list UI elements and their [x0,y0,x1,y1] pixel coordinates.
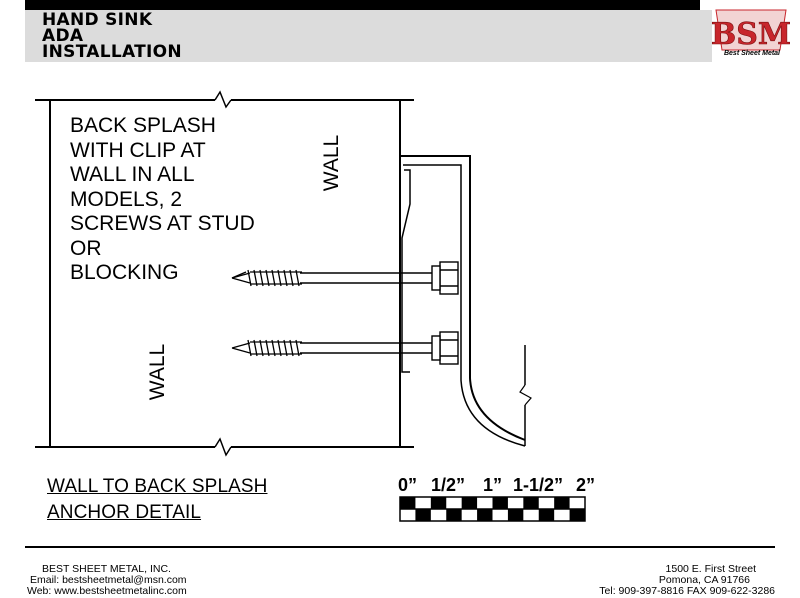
scale-checker [400,497,585,521]
title-line-3: INSTALLATION [42,42,182,62]
scale-cell [569,509,585,521]
footer-divider [25,546,775,548]
scale-cell [446,509,462,521]
logo-letters: BSM [711,17,791,52]
scale-cell [430,497,447,509]
scale-label-0: 0” [398,475,418,495]
scale-cell [415,509,431,521]
scale-cell [538,509,555,521]
title-line-2: ADA [42,26,84,46]
scale-label-2: 2” [576,475,596,495]
back-splash-inner [403,164,526,447]
wall-label-lower: WALL [146,343,170,401]
scale-label-1: 1” [483,475,503,495]
title-line-1: HAND SINK [42,10,153,30]
caption-line-2: ANCHOR DETAIL [47,502,202,523]
logo-caption: Best Sheet Metal [723,50,781,57]
back-splash-outer [400,155,526,441]
footer-address-street: 1500 E. First Street [665,563,756,575]
footer-email: Email: bestsheetmetal@msn.com [30,574,187,586]
scale-cell [507,509,524,521]
title-box [25,10,712,62]
footer-web: Web: www.bestsheetmetalinc.com [27,585,187,597]
footer-company: BEST SHEET METAL, INC. [42,563,171,575]
scale-label-1-half: 1-1/2” [513,475,564,495]
footer-phone: Tel: 909-397-8816 FAX 909-622-3286 [599,585,775,597]
footer-address-city: Pomona, CA 91766 [658,574,750,586]
scale-cell [477,509,493,521]
scale-cell [492,497,508,509]
screw-lower [300,331,459,365]
scale-cell [461,497,478,509]
scale-label-half: 1/2” [431,475,466,495]
threads-upper [231,269,302,287]
header-top-bar [25,0,700,10]
wall-label-upper: WALL [320,134,344,192]
screw-upper [231,261,459,295]
scale-cell [554,497,570,509]
threads-lower [231,339,302,357]
scale-cell [400,497,416,509]
back-splash-note: BACK SPLASH WITH CLIP AT WALL IN ALL MOD… [70,114,255,284]
wall-clip [401,169,411,373]
scale-cell [523,497,539,509]
caption-line-1: WALL TO BACK SPLASH [47,476,268,497]
company-logo: BSM [711,9,791,52]
